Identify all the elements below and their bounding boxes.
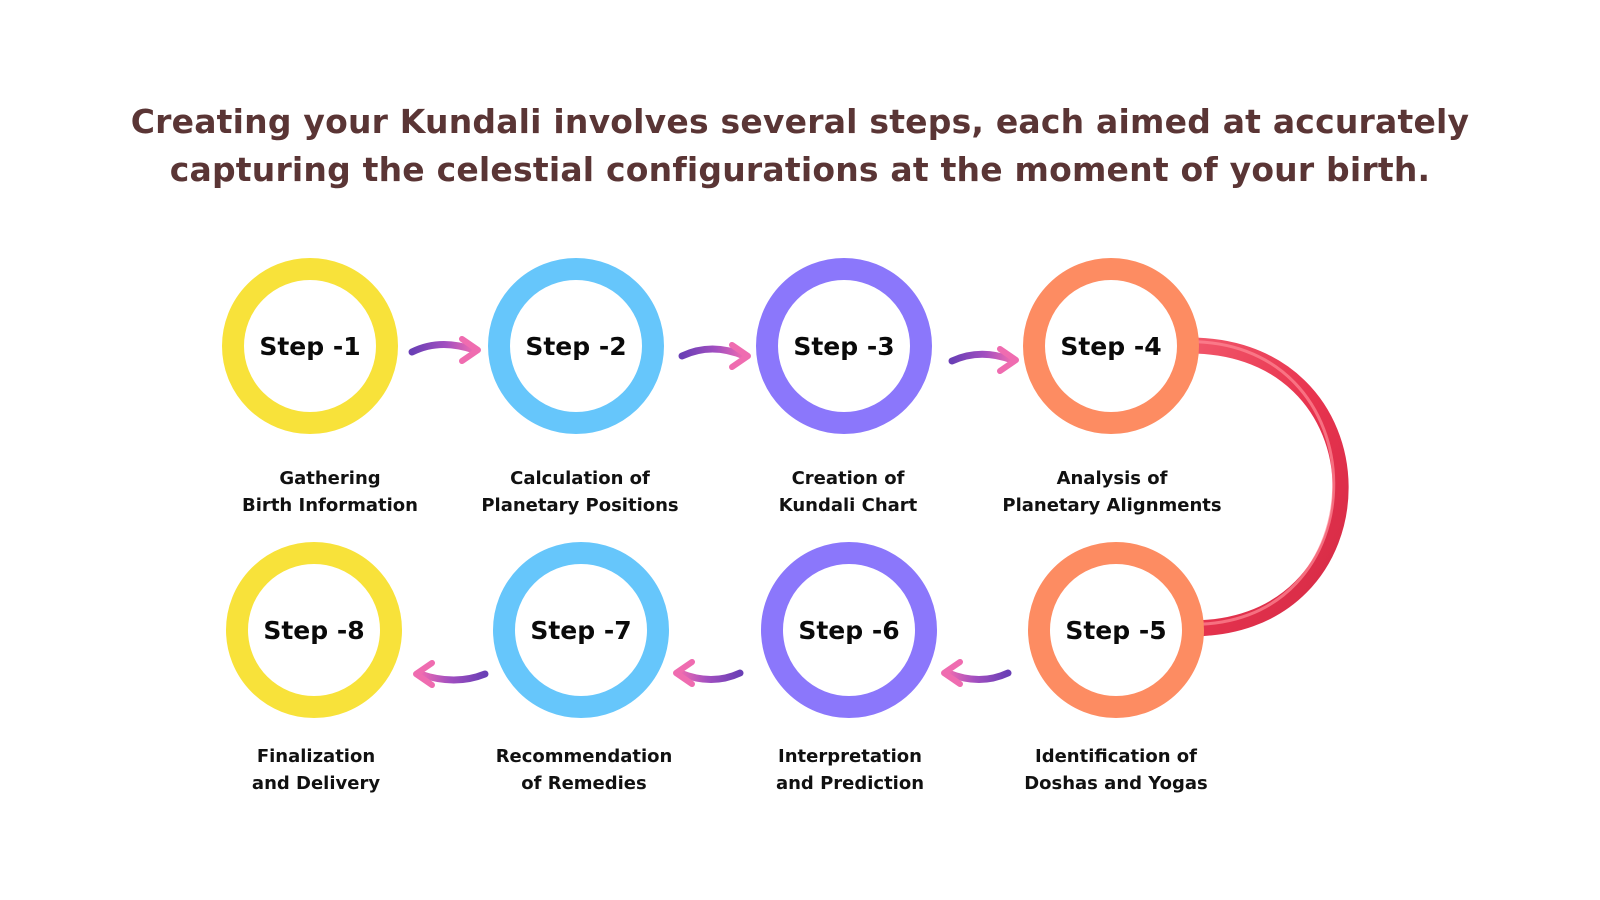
step-7-caption-line-2: of Remedies bbox=[521, 773, 647, 794]
step-1-caption: Gathering Birth Information bbox=[200, 465, 460, 519]
step-2-caption-line-2: Planetary Positions bbox=[481, 495, 679, 516]
step-3-label: Step -3 bbox=[793, 331, 895, 361]
step-1-caption-line-1: Gathering bbox=[279, 468, 381, 489]
arrow-left-icon-1 bbox=[941, 659, 1012, 687]
step-3-circle: Step -3 bbox=[756, 258, 932, 434]
step-3-caption-line-2: Kundali Chart bbox=[778, 495, 918, 516]
step-8-caption-line-2: and Delivery bbox=[251, 773, 381, 794]
step-8-label: Step -8 bbox=[263, 615, 365, 645]
step-5-label: Step -5 bbox=[1065, 615, 1167, 645]
step-2-caption: Calculation of Planetary Positions bbox=[450, 465, 710, 519]
title-line-1: Creating your Kundali involves several s… bbox=[130, 102, 1470, 141]
step-1-caption-line-2: Birth Information bbox=[242, 495, 418, 516]
arrow-right-icon-3 bbox=[948, 346, 1019, 374]
step-6-circle: Step -6 bbox=[761, 542, 937, 718]
step-5-caption-line-1: Identification of bbox=[1035, 746, 1197, 767]
step-7-caption: Recommendation of Remedies bbox=[454, 743, 714, 797]
step-8-caption-line-1: Finalization bbox=[256, 746, 376, 767]
step-2-caption-line-1: Calculation of bbox=[510, 468, 650, 489]
step-7-caption-line-1: Recommendation bbox=[495, 746, 673, 767]
step-4-caption: Analysis of Planetary Alignments bbox=[982, 465, 1242, 519]
arrow-left-icon-2 bbox=[673, 659, 744, 687]
step-1-circle: Step -1 bbox=[222, 258, 398, 434]
step-2-label: Step -2 bbox=[525, 331, 627, 361]
step-6-caption: Interpretation and Prediction bbox=[720, 743, 980, 797]
step-5-caption-line-2: Doshas and Yogas bbox=[1024, 773, 1208, 794]
arrow-right-icon-1 bbox=[408, 336, 481, 364]
arrow-right-icon-2 bbox=[678, 342, 751, 370]
step-4-circle: Step -4 bbox=[1023, 258, 1199, 434]
step-4-caption-line-2: Planetary Alignments bbox=[1002, 495, 1222, 516]
title-line-2: capturing the celestial configurations a… bbox=[169, 150, 1431, 189]
step-4-caption-line-1: Analysis of bbox=[1056, 468, 1168, 489]
step-4-label: Step -4 bbox=[1060, 331, 1162, 361]
step-6-label: Step -6 bbox=[798, 615, 900, 645]
step-8-caption: Finalization and Delivery bbox=[186, 743, 446, 797]
connector-step4-to-step5 bbox=[1167, 337, 1349, 637]
step-1-label: Step -1 bbox=[259, 331, 361, 361]
step-8-circle: Step -8 bbox=[226, 542, 402, 718]
page-title: Creating your Kundali involves several s… bbox=[0, 98, 1600, 194]
step-5-circle: Step -5 bbox=[1028, 542, 1204, 718]
arrow-left-icon-3 bbox=[413, 660, 489, 688]
step-6-caption-line-2: and Prediction bbox=[775, 773, 925, 794]
step-2-circle: Step -2 bbox=[488, 258, 664, 434]
step-7-circle: Step -7 bbox=[493, 542, 669, 718]
step-3-caption: Creation of Kundali Chart bbox=[718, 465, 978, 519]
step-6-caption-line-1: Interpretation bbox=[778, 746, 922, 767]
step-5-caption: Identification of Doshas and Yogas bbox=[986, 743, 1246, 797]
step-7-label: Step -7 bbox=[530, 615, 632, 645]
step-3-caption-line-1: Creation of bbox=[791, 468, 905, 489]
